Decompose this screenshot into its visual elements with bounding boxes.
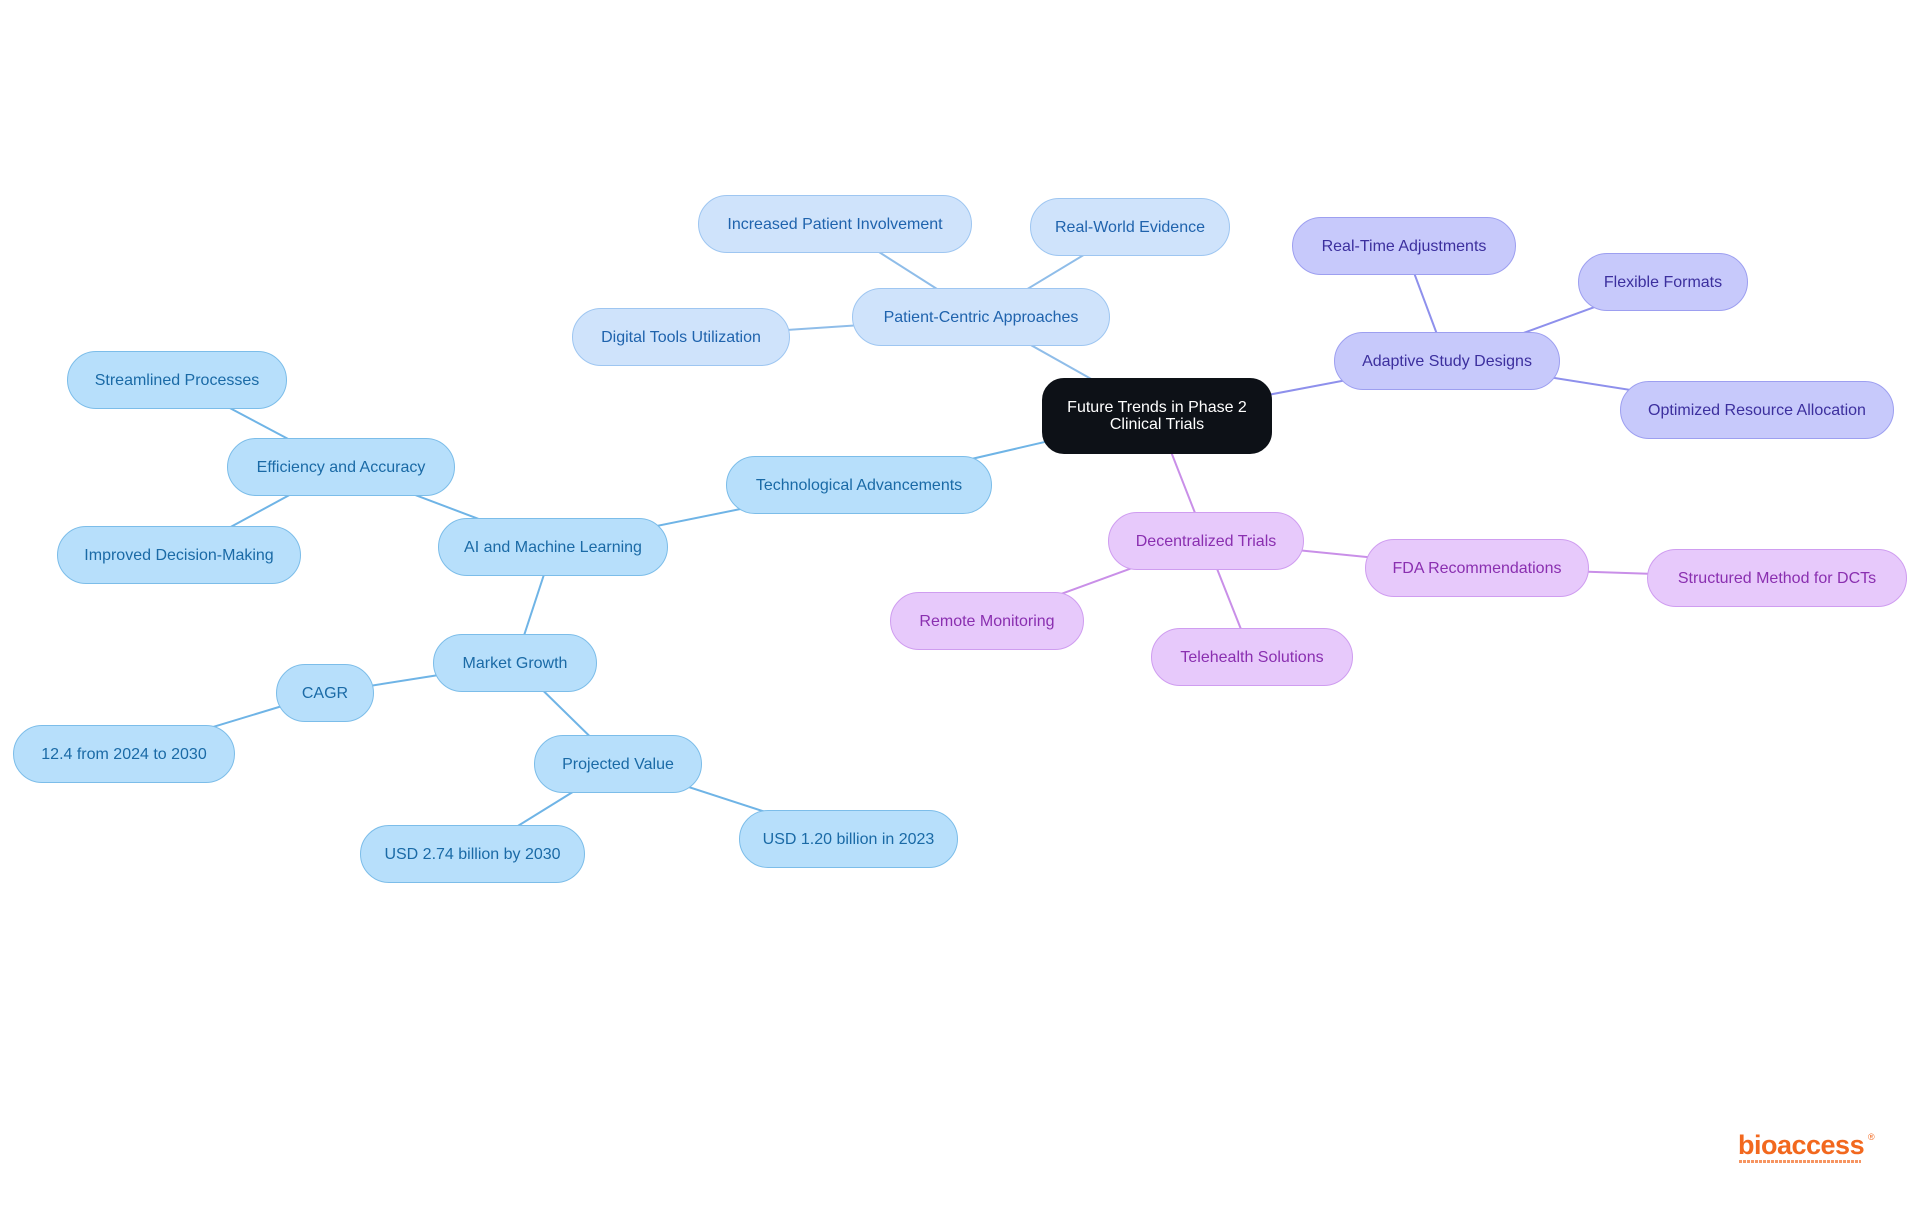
node-label: Flexible Formats [1603, 273, 1723, 291]
node-label: Real-World Evidence [1055, 218, 1205, 236]
node-projected-value[interactable]: Projected Value [534, 735, 702, 793]
node-label: USD 2.74 billion by 2030 [384, 845, 561, 863]
node-label: USD 1.20 billion in 2023 [762, 830, 935, 848]
node-structured-method-for-dcts[interactable]: Structured Method for DCTs [1647, 549, 1907, 607]
node-patient-centric[interactable]: Patient-Centric Approaches [852, 288, 1110, 346]
node-label: Telehealth Solutions [1180, 648, 1324, 666]
node-label: Real-Time Adjustments [1321, 237, 1487, 255]
node-cagr[interactable]: CAGR [276, 664, 374, 722]
node-label: Streamlined Processes [94, 371, 260, 389]
node-label: CAGR [301, 684, 349, 702]
node-label: Digital Tools Utilization [601, 328, 761, 346]
node-real-world-evidence[interactable]: Real-World Evidence [1030, 198, 1230, 256]
node-cagr-value[interactable]: 12.4 from 2024 to 2030 [13, 725, 235, 783]
node-improved-decision-making[interactable]: Improved Decision-Making [57, 526, 301, 584]
node-flexible-formats[interactable]: Flexible Formats [1578, 253, 1748, 311]
node-adaptive-study-designs[interactable]: Adaptive Study Designs [1334, 332, 1560, 390]
node-label: Technological Advancements [755, 476, 963, 494]
node-real-time-adjustments[interactable]: Real-Time Adjustments [1292, 217, 1516, 275]
node-ai-and-machine-learning[interactable]: AI and Machine Learning [438, 518, 668, 576]
brand-tagline-decoration [1739, 1160, 1861, 1163]
brand-wordmark: bioaccess [1738, 1130, 1865, 1160]
node-label: AI and Machine Learning [464, 538, 642, 556]
node-label: Efficiency and Accuracy [256, 458, 426, 476]
node-optimized-resource-allocation[interactable]: Optimized Resource Allocation [1620, 381, 1894, 439]
node-label: Optimized Resource Allocation [1648, 401, 1866, 419]
node-increased-patient-involvement[interactable]: Increased Patient Involvement [698, 195, 972, 253]
root-node-label: Future Trends in Phase 2 Clinical Trials [1067, 399, 1247, 433]
node-decentralized-trials[interactable]: Decentralized Trials [1108, 512, 1304, 570]
node-label: 12.4 from 2024 to 2030 [41, 745, 207, 763]
node-label: Patient-Centric Approaches [883, 308, 1079, 326]
node-telehealth-solutions[interactable]: Telehealth Solutions [1151, 628, 1353, 686]
node-label: Structured Method for DCTs [1677, 569, 1877, 587]
node-technological-advancements[interactable]: Technological Advancements [726, 456, 992, 514]
node-remote-monitoring[interactable]: Remote Monitoring [890, 592, 1084, 650]
node-streamlined-processes[interactable]: Streamlined Processes [67, 351, 287, 409]
node-label: Decentralized Trials [1135, 532, 1277, 550]
root-node[interactable]: Future Trends in Phase 2 Clinical Trials [1042, 378, 1272, 454]
node-label: Adaptive Study Designs [1362, 352, 1532, 370]
node-market-growth[interactable]: Market Growth [433, 634, 597, 692]
node-label: Remote Monitoring [919, 612, 1055, 630]
node-usd-1-20-billion[interactable]: USD 1.20 billion in 2023 [739, 810, 958, 868]
node-label: Improved Decision-Making [84, 546, 274, 564]
node-label: Projected Value [562, 755, 674, 773]
registered-mark: ® [1868, 1132, 1875, 1142]
node-label: Market Growth [462, 654, 568, 672]
bioaccess-logo: bioaccess ® [1738, 1130, 1878, 1166]
node-efficiency-and-accuracy[interactable]: Efficiency and Accuracy [227, 438, 455, 496]
node-fda-recommendations[interactable]: FDA Recommendations [1365, 539, 1589, 597]
node-label: FDA Recommendations [1392, 559, 1562, 577]
node-usd-2-74-billion[interactable]: USD 2.74 billion by 2030 [360, 825, 585, 883]
node-label: Increased Patient Involvement [727, 215, 943, 233]
node-digital-tools-utilization[interactable]: Digital Tools Utilization [572, 308, 790, 366]
